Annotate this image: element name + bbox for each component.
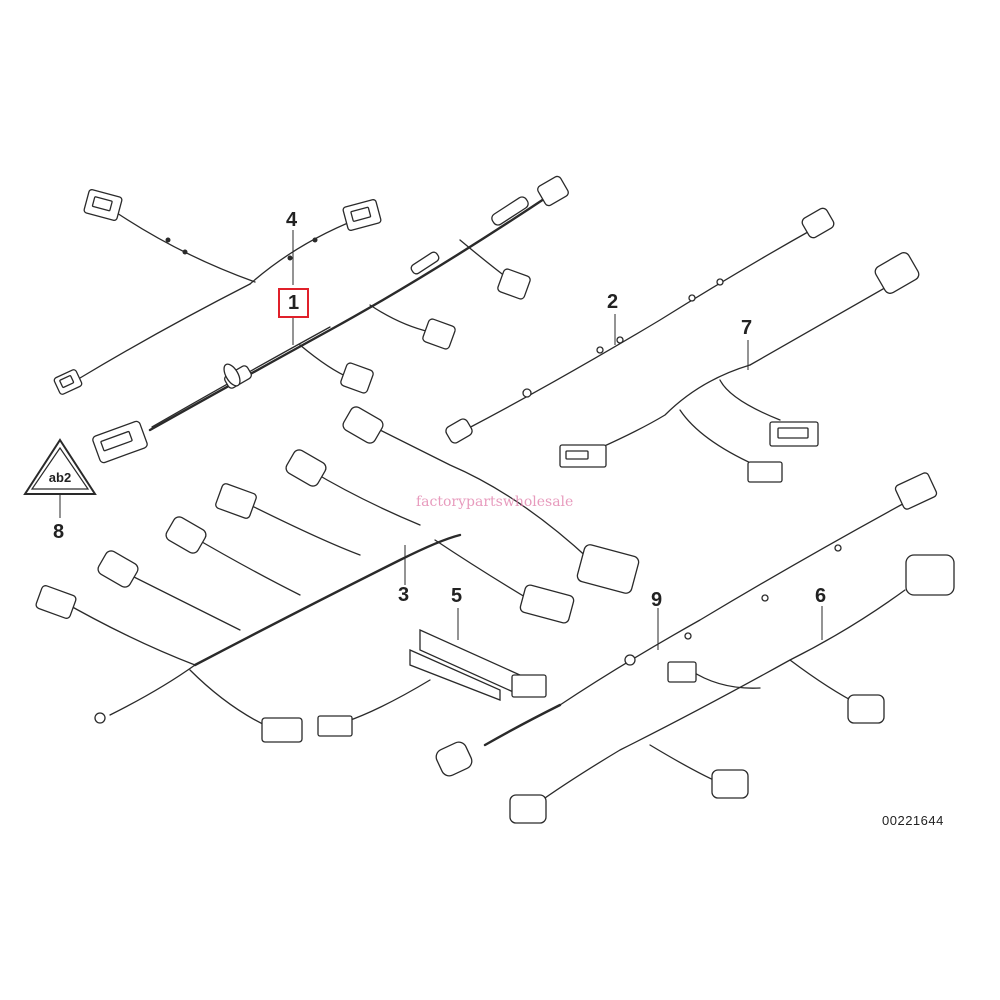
callout-3: 3 [398, 584, 410, 606]
connector [92, 420, 148, 464]
callout-5: 5 [451, 585, 463, 607]
connector [801, 207, 835, 239]
callout-7: 7 [741, 317, 753, 339]
connector [537, 175, 569, 207]
harness-3 [35, 406, 640, 743]
connector [285, 449, 327, 487]
connector [894, 472, 938, 510]
callout-1-highlighted[interactable]: 1 [278, 288, 310, 318]
connector [905, 554, 955, 596]
connector [519, 584, 575, 624]
connector [422, 318, 456, 350]
connector [769, 421, 819, 447]
harness-2 [445, 207, 835, 444]
watermark-text: factorypartswholesale [416, 494, 574, 510]
harness-4 [53, 189, 382, 395]
connector [97, 550, 139, 588]
connector [340, 362, 374, 394]
connector [497, 268, 531, 300]
connector [509, 794, 547, 824]
connector [435, 741, 473, 777]
callout-6: 6 [815, 585, 827, 607]
connector [165, 516, 207, 554]
ribbon-cable-5 [317, 628, 547, 737]
callout-4: 4 [286, 209, 298, 231]
callout-8: 8 [53, 521, 65, 543]
connector [342, 199, 382, 231]
connector [711, 769, 749, 799]
warning-label-text: ab2 [49, 470, 71, 485]
connector [874, 252, 920, 294]
harness-1 [92, 175, 569, 464]
callout-9: 9 [651, 589, 663, 611]
warning-triangle-icon [23, 438, 97, 518]
connector [342, 406, 384, 444]
connector [261, 717, 303, 743]
connector [83, 189, 123, 221]
harness-7 [559, 252, 920, 483]
connector [847, 694, 885, 724]
connector [576, 544, 640, 594]
connector [747, 461, 783, 483]
harness-9 [435, 472, 938, 777]
connector [559, 444, 607, 468]
connector [445, 418, 473, 444]
callout-2: 2 [607, 291, 619, 313]
connector [35, 585, 77, 619]
diagram-reference-number: 00221644 [882, 813, 944, 828]
harness-6 [509, 554, 955, 824]
connector [53, 369, 83, 395]
connector [215, 483, 257, 519]
connector [667, 661, 697, 683]
leader-lines [292, 230, 823, 650]
